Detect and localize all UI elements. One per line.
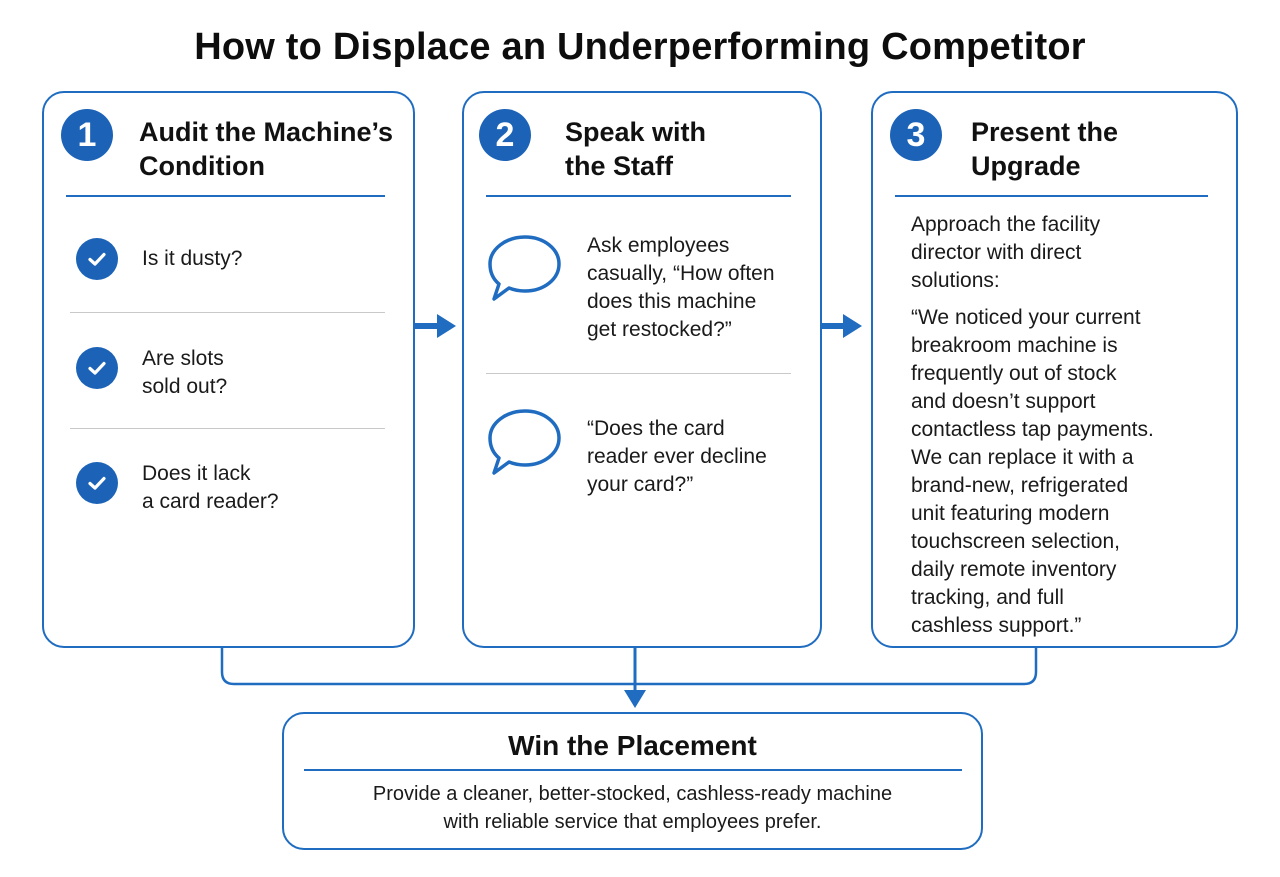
pitch-quote-line: touchscreen selection, <box>911 530 1120 553</box>
step-heading-line: Present the <box>971 117 1119 147</box>
heading-divider <box>486 195 791 197</box>
check-circle-icon <box>76 462 118 504</box>
pitch-intro: Approach the facility director with dire… <box>911 211 1100 295</box>
heading-divider <box>895 195 1208 197</box>
item-divider <box>486 373 791 374</box>
question-line: get restocked?” <box>587 318 732 341</box>
question-text: Ask employees casually, “How often does … <box>587 232 775 344</box>
question-line: reader ever decline <box>587 445 767 468</box>
outcome-description: Provide a cleaner, better-stocked, cashl… <box>284 780 981 836</box>
outcome-line: Provide a cleaner, better-stocked, cashl… <box>372 783 893 805</box>
checklist-item-text: Is it dusty? <box>142 247 243 270</box>
heading-divider <box>304 769 962 771</box>
pitch-quote-line: brand-new, refrigerated <box>911 474 1129 497</box>
item-divider <box>70 312 385 313</box>
question-line: “Does the card <box>587 417 725 440</box>
pitch-quote-line: and doesn’t support <box>911 390 1096 413</box>
arrow-step1-to-step2 <box>415 314 456 338</box>
step-number-badge: 2 <box>479 109 531 161</box>
speech-bubble-icon <box>488 235 561 301</box>
checklist-item: Does it lack a card reader? <box>142 460 279 516</box>
arrow-to-outcome <box>624 690 646 708</box>
pitch-intro-line: solutions: <box>911 269 1000 292</box>
pitch-quote-line: contactless tap payments. <box>911 418 1154 441</box>
step-heading: Present the Upgrade <box>971 115 1118 183</box>
checklist-item-text: a card reader? <box>142 490 279 513</box>
step-heading-line: the Staff <box>565 151 673 181</box>
check-circle-icon <box>76 238 118 280</box>
pitch-quote-line: daily remote inventory <box>911 558 1117 581</box>
step-card-1: 1 Audit the Machine’s Condition Is it du… <box>42 91 415 648</box>
pitch-quote-line: breakroom machine is <box>911 334 1118 357</box>
pitch-quote-line: We can replace it with a <box>911 446 1134 469</box>
step-heading-line: Audit the Machine’s <box>139 117 394 147</box>
pitch-intro-line: director with direct <box>911 241 1082 264</box>
step-heading-line: Speak with <box>565 117 707 147</box>
checklist-item: Is it dusty? <box>142 245 242 273</box>
checklist-item-text: Does it lack <box>142 462 251 485</box>
question-line: casually, “How often <box>587 262 775 285</box>
question-line: your card?” <box>587 473 694 496</box>
pitch-quote-line: tracking, and full <box>911 586 1064 609</box>
pitch-quote: “We noticed your current breakroom machi… <box>911 304 1154 640</box>
question-line: Ask employees <box>587 234 730 257</box>
pitch-quote-line: “We noticed your current <box>911 306 1141 329</box>
checklist-item: Are slots sold out? <box>142 345 227 401</box>
speech-bubble-icon <box>488 409 561 475</box>
pitch-quote-line: frequently out of stock <box>911 362 1117 385</box>
check-circle-icon <box>76 347 118 389</box>
heading-divider <box>66 195 385 197</box>
merge-connector <box>220 648 1038 686</box>
outcome-heading: Win the Placement <box>508 730 757 761</box>
step-heading: Speak with the Staff <box>565 115 706 183</box>
checklist-item-text: sold out? <box>142 375 228 398</box>
pitch-intro-line: Approach the facility <box>911 213 1101 236</box>
checklist-item-text: Are slots <box>142 347 224 370</box>
step-heading-line: Upgrade <box>971 151 1081 181</box>
outcome-card: Win the Placement Provide a cleaner, bet… <box>282 712 983 850</box>
arrow-step2-to-step3 <box>822 314 862 338</box>
step-number-badge: 1 <box>61 109 113 161</box>
diagram-title: How to Displace an Underperforming Compe… <box>194 26 1086 68</box>
outcome-line: with reliable service that employees pre… <box>443 811 822 833</box>
step-card-3: 3 Present the Upgrade Approach the facil… <box>871 91 1238 648</box>
item-divider <box>70 428 385 429</box>
step-number-badge: 3 <box>890 109 942 161</box>
step-heading: Audit the Machine’s Condition <box>139 115 393 183</box>
pitch-quote-line: cashless support.” <box>911 614 1082 637</box>
question-line: does this machine <box>587 290 757 313</box>
question-text: “Does the card reader ever decline your … <box>587 415 767 499</box>
pitch-quote-line: unit featuring modern <box>911 502 1110 525</box>
step-card-2: 2 Speak with the Staff Ask employees cas… <box>462 91 822 648</box>
step-heading-line: Condition <box>139 151 265 181</box>
